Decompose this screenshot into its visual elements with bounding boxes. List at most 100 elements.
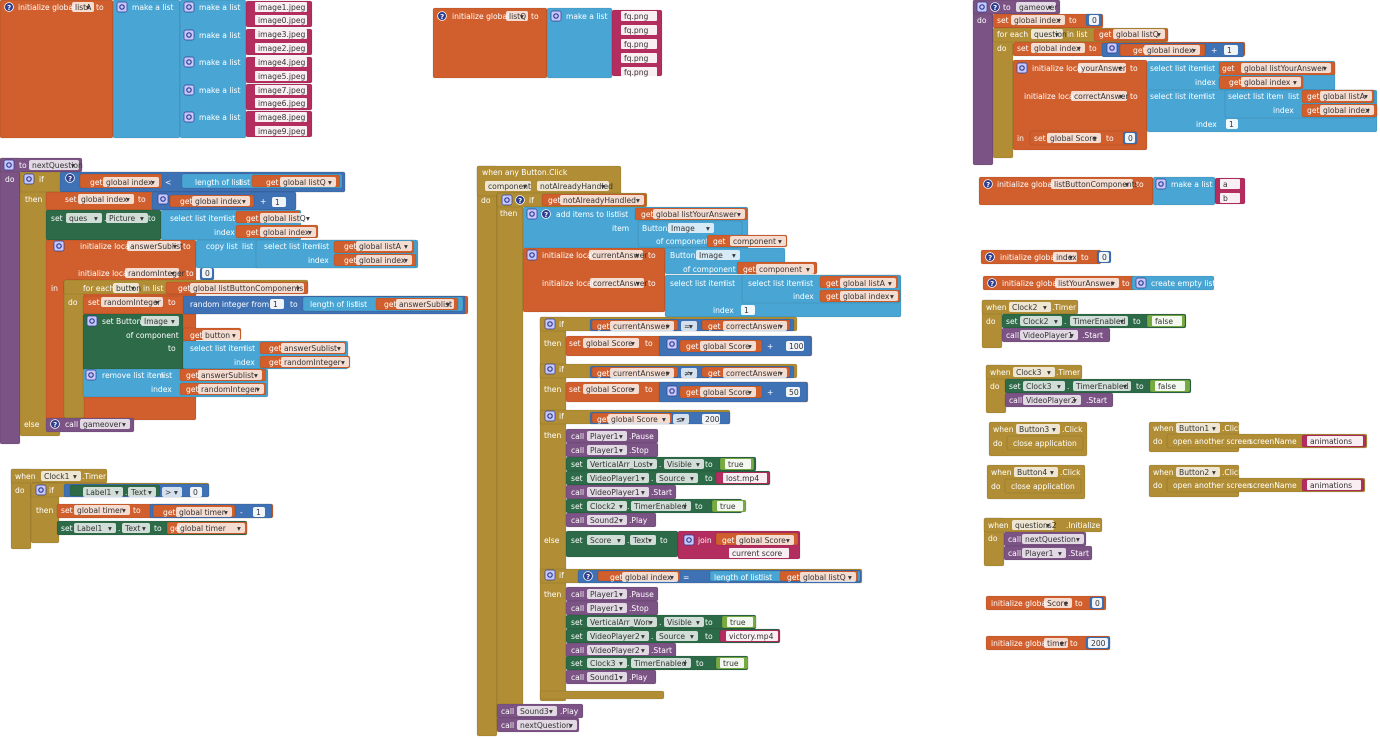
gear-icon[interactable] xyxy=(526,208,538,220)
dropdown-field[interactable] xyxy=(517,706,557,716)
question-mark-icon[interactable] xyxy=(990,2,1000,12)
dropdown-field[interactable] xyxy=(589,250,643,260)
gear-icon[interactable] xyxy=(544,410,556,422)
number-field[interactable] xyxy=(1088,638,1108,648)
gear-icon[interactable] xyxy=(183,1,195,13)
dropdown-field[interactable] xyxy=(1016,2,1056,12)
dropdown-field[interactable] xyxy=(587,535,625,545)
block-segment[interactable] xyxy=(1131,275,1215,291)
dropdown-field[interactable] xyxy=(1023,395,1081,405)
dropdown-field[interactable] xyxy=(1020,316,1062,326)
gear-icon[interactable] xyxy=(544,363,556,375)
dropdown-field[interactable] xyxy=(281,343,345,353)
dropdown-field[interactable] xyxy=(125,268,179,278)
dropdown-field[interactable] xyxy=(723,368,787,378)
dropdown-field[interactable] xyxy=(631,501,691,511)
dropdown-field[interactable] xyxy=(485,181,531,191)
dropdown-field[interactable] xyxy=(198,384,264,394)
dropdown-field[interactable] xyxy=(66,213,102,223)
dropdown-field[interactable] xyxy=(583,338,639,348)
dropdown-field[interactable] xyxy=(610,321,674,331)
dropdown-field[interactable] xyxy=(101,297,163,307)
dropdown-field[interactable] xyxy=(1053,252,1077,262)
dropdown-field[interactable] xyxy=(356,255,412,265)
gear-icon[interactable] xyxy=(683,534,695,546)
dropdown-field[interactable] xyxy=(681,368,697,378)
number-field[interactable] xyxy=(1226,119,1238,129)
dropdown-field[interactable] xyxy=(1031,43,1085,53)
gear-icon[interactable] xyxy=(183,111,195,123)
dropdown-field[interactable] xyxy=(587,589,627,599)
dropdown-field[interactable] xyxy=(696,250,740,260)
text-field[interactable] xyxy=(1307,436,1363,446)
dropdown-field[interactable] xyxy=(1113,29,1165,39)
dropdown-field[interactable] xyxy=(1055,278,1119,288)
dropdown-field[interactable] xyxy=(83,487,123,497)
dropdown-field[interactable] xyxy=(72,2,94,12)
dropdown-field[interactable] xyxy=(113,283,139,293)
dropdown-field[interactable] xyxy=(190,283,304,293)
gear-icon[interactable] xyxy=(976,1,988,13)
question-mark-icon[interactable] xyxy=(985,252,995,262)
gear-icon[interactable] xyxy=(544,318,556,330)
gear-icon[interactable] xyxy=(183,56,195,68)
gear-icon[interactable] xyxy=(23,173,35,185)
dropdown-field[interactable] xyxy=(587,473,649,483)
gear-icon[interactable] xyxy=(53,240,65,252)
dropdown-field[interactable] xyxy=(1078,63,1126,73)
dropdown-field[interactable] xyxy=(1009,302,1051,312)
gear-icon[interactable] xyxy=(544,569,556,581)
question-mark-icon[interactable] xyxy=(437,11,447,21)
text-field[interactable] xyxy=(723,473,767,483)
dropdown-field[interactable] xyxy=(756,264,814,274)
text-field[interactable] xyxy=(727,617,753,627)
dropdown-field[interactable] xyxy=(192,196,250,206)
text-field[interactable] xyxy=(255,98,307,108)
gear-icon[interactable] xyxy=(85,369,97,381)
dropdown-field[interactable] xyxy=(106,213,148,223)
dropdown-field[interactable] xyxy=(587,487,649,497)
text-field[interactable] xyxy=(255,2,307,12)
dropdown-field[interactable] xyxy=(1144,45,1200,55)
text-field[interactable] xyxy=(726,631,778,641)
dropdown-field[interactable] xyxy=(587,658,627,668)
text-field[interactable] xyxy=(1152,316,1182,326)
dropdown-field[interactable] xyxy=(587,445,627,455)
dropdown-field[interactable] xyxy=(587,645,649,655)
dropdown-field[interactable] xyxy=(610,368,674,378)
number-field[interactable] xyxy=(190,487,202,497)
dropdown-field[interactable] xyxy=(1073,381,1131,391)
number-field[interactable] xyxy=(253,507,265,517)
number-field[interactable] xyxy=(1224,45,1238,55)
number-field[interactable] xyxy=(1092,598,1102,608)
dropdown-field[interactable] xyxy=(1241,63,1331,73)
text-field[interactable] xyxy=(621,67,657,77)
text-field[interactable] xyxy=(255,57,307,67)
dropdown-field[interactable] xyxy=(1022,534,1084,544)
text-field[interactable] xyxy=(255,43,307,53)
dropdown-field[interactable] xyxy=(1051,179,1133,189)
question-mark-icon[interactable] xyxy=(65,173,75,183)
dropdown-field[interactable] xyxy=(664,459,704,469)
text-field[interactable] xyxy=(717,501,743,511)
dropdown-field[interactable] xyxy=(587,459,657,469)
question-mark-icon[interactable] xyxy=(50,419,60,429)
dropdown-field[interactable] xyxy=(1241,77,1301,87)
text-field[interactable] xyxy=(255,112,307,122)
dropdown-field[interactable] xyxy=(1320,105,1374,115)
gear-icon[interactable] xyxy=(157,193,169,205)
dropdown-field[interactable] xyxy=(587,672,627,682)
gear-icon[interactable] xyxy=(501,194,513,206)
dropdown-field[interactable] xyxy=(1176,467,1220,477)
number-field[interactable] xyxy=(270,299,284,309)
